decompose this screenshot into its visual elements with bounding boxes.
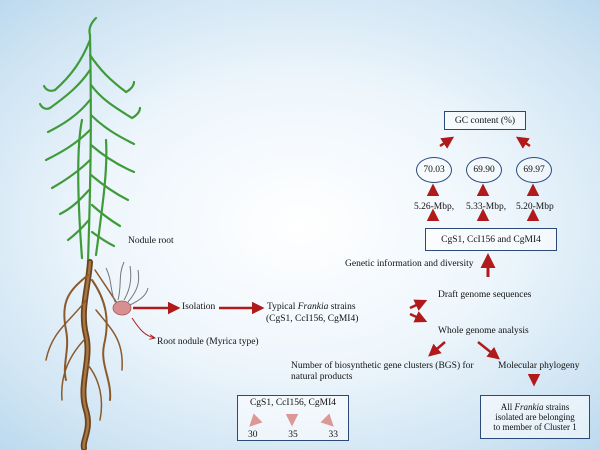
conclusion-line-3: to member of Cluster 1 [493, 422, 577, 432]
isolation-label: Isolation [182, 302, 216, 312]
genome-size-2: 5.33-Mbp, [466, 202, 507, 212]
conclusion-suffix: strains [543, 402, 570, 412]
draft-genome-label: Draft genome sequences [438, 290, 532, 300]
gc-value-oval-2: 69.90 [466, 157, 502, 183]
bgc-count: 30 [248, 430, 258, 440]
whole-genome-label: Whole genome analysis [438, 326, 529, 336]
bgc-label-line2: natural products [291, 372, 353, 382]
bgc-counts-row: 30 35 33 [248, 430, 338, 440]
root-system-illustration [45, 259, 123, 450]
bgc-counts-box: CgS1, CcI156, CgMI4 30 35 33 [237, 395, 349, 441]
genome-size-3: 5.20-Mbp [516, 202, 554, 212]
conclusion-prefix: All [500, 402, 515, 412]
bgc-count: 33 [328, 430, 339, 440]
root-nodule-illustration [105, 261, 149, 316]
typical-genus: Frankia [297, 302, 329, 312]
bgc-count: 35 [288, 430, 298, 440]
root-nodule-label: Root nodule (Myrica type) [157, 337, 259, 347]
genome-size-1: 5.26-Mbp, [414, 202, 455, 212]
strain-names: CgS1, CcI156 and CgMI4 [441, 234, 541, 245]
molecular-phylogeny-label: Molecular phylogeny [498, 361, 580, 371]
genetic-info-label: Genetic information and diversity [345, 259, 474, 269]
strain-names-box: CgS1, CcI156 and CgMI4 [425, 228, 557, 251]
gc-value: 70.03 [423, 165, 445, 175]
gc-value: 69.90 [473, 165, 495, 175]
conclusion-line-1: All Frankia strains [501, 402, 570, 412]
gc-value: 69.97 [523, 165, 545, 175]
gc-value-oval-1: 70.03 [416, 157, 452, 183]
typical-strains-label: Typical Frankia strains [267, 302, 356, 313]
plant-shoot-illustration [38, 16, 142, 264]
gc-content-title-box: GC content (%) [444, 111, 526, 130]
strains-paren-label: (CgS1, CcI156, CgMI4) [266, 314, 359, 324]
arrow-gc-title-left [439, 136, 455, 149]
cluster-conclusion-box: All Frankia strains isolated are belongi… [480, 395, 590, 439]
gc-content-title: GC content (%) [454, 115, 516, 126]
arrow-to-root-nodule-label [131, 317, 155, 338]
typical-suffix: strains [328, 302, 356, 312]
conclusion-line-2: isolated are belonging [495, 412, 575, 422]
bgc-label-line1: Number of biosynthetic gene clusters (BG… [291, 361, 474, 371]
arrow-to-bgc [428, 341, 446, 357]
typical-prefix: Typical [267, 302, 298, 312]
nodule-root-label: Nodule root [128, 236, 174, 246]
conclusion-genus: Frankia [514, 402, 544, 412]
arrow-to-molecular-phylogeny [477, 341, 500, 360]
arrow-gc-title-right [515, 136, 531, 149]
bgc-strain-header: CgS1, CcI156, CgMI4 [249, 398, 337, 408]
arrow-to-whole-genome [409, 311, 428, 323]
gc-value-oval-3: 69.97 [516, 157, 552, 183]
arrow-to-draft-genome [409, 299, 428, 311]
